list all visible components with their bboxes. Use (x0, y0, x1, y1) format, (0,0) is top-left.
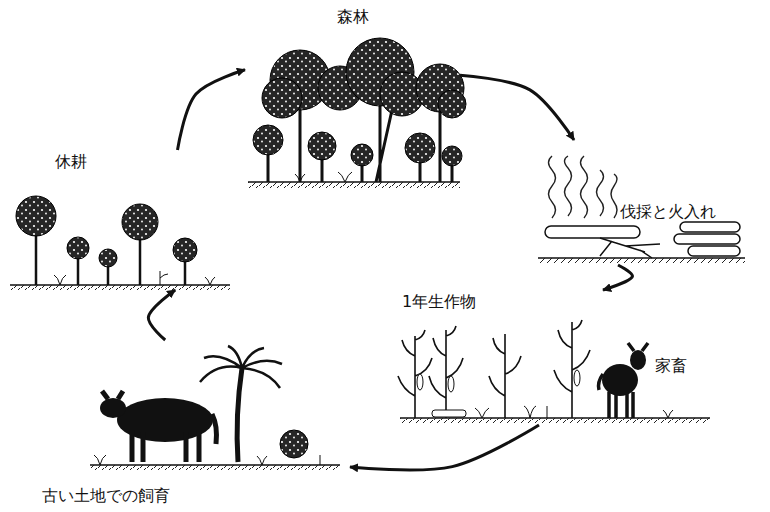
livestock (630, 350, 646, 370)
log (680, 222, 740, 232)
sprouts (54, 271, 215, 285)
cattle (102, 391, 217, 462)
grazing-picture (90, 346, 340, 470)
tree-crown (405, 133, 435, 163)
cycle-arrow (148, 290, 175, 340)
ground-hatch (10, 285, 230, 290)
smoke (549, 156, 618, 218)
livestock (602, 364, 638, 396)
branches (600, 238, 660, 258)
tree-crown (16, 196, 56, 236)
tree-crown (253, 125, 283, 155)
forest-picture (248, 38, 466, 188)
maize-ear (574, 370, 580, 386)
palm-fronds (200, 346, 282, 388)
stage-node: 森林 (245, 5, 460, 190)
maize-plant (398, 330, 432, 418)
tree-crown (442, 146, 462, 166)
log (545, 226, 640, 238)
maize-plant (489, 334, 521, 418)
ground-hatch (248, 182, 460, 188)
stage-node: 1年生作物家畜 (395, 290, 715, 425)
log (674, 234, 740, 244)
cycle-arrow (460, 75, 574, 140)
tree-crown (122, 204, 158, 240)
tree-crown (173, 238, 197, 262)
tree-crown (67, 237, 89, 259)
ground-hatch (400, 418, 710, 423)
fallow-picture (10, 196, 230, 290)
cycle-arrow (178, 70, 246, 150)
tree-crown (308, 132, 336, 160)
stage-label: 古い土地での飼育 (40, 486, 172, 505)
burning-picture (538, 156, 745, 263)
sprouts (475, 406, 673, 418)
ground-hatch (90, 465, 340, 470)
cattle (100, 398, 126, 418)
figure-label: 家畜 (653, 356, 689, 375)
livestock (599, 343, 649, 418)
palm-trunk (237, 368, 242, 462)
fallen-stalk (432, 410, 466, 417)
tree-crown (438, 90, 466, 118)
tree-crown (262, 78, 302, 118)
tree-crown (99, 249, 117, 267)
maize-ear (448, 376, 454, 392)
maize-plant (429, 326, 463, 418)
cycle-arrow (350, 425, 539, 470)
stage-label: 伐採と火入れ (618, 202, 718, 221)
maize-plant (554, 320, 590, 418)
sprouts (94, 455, 320, 465)
stage-node: 休耕 (5, 150, 235, 290)
ground-hatch (538, 258, 745, 263)
crops-picture (398, 320, 710, 423)
sprouts (295, 172, 352, 182)
stage-node: 伐採と火入れ (530, 140, 750, 265)
stage-label: 休耕 (53, 152, 89, 171)
tree-trunks (36, 232, 185, 285)
tree-crown (351, 144, 373, 166)
log (688, 246, 740, 256)
bush (280, 430, 308, 458)
stage-label: 1年生作物 (400, 292, 478, 311)
cycle-arrow (603, 265, 632, 290)
stage-node: 古い土地での飼育 (20, 340, 350, 507)
maize-ear (417, 374, 423, 390)
stage-label: 森林 (335, 7, 371, 26)
